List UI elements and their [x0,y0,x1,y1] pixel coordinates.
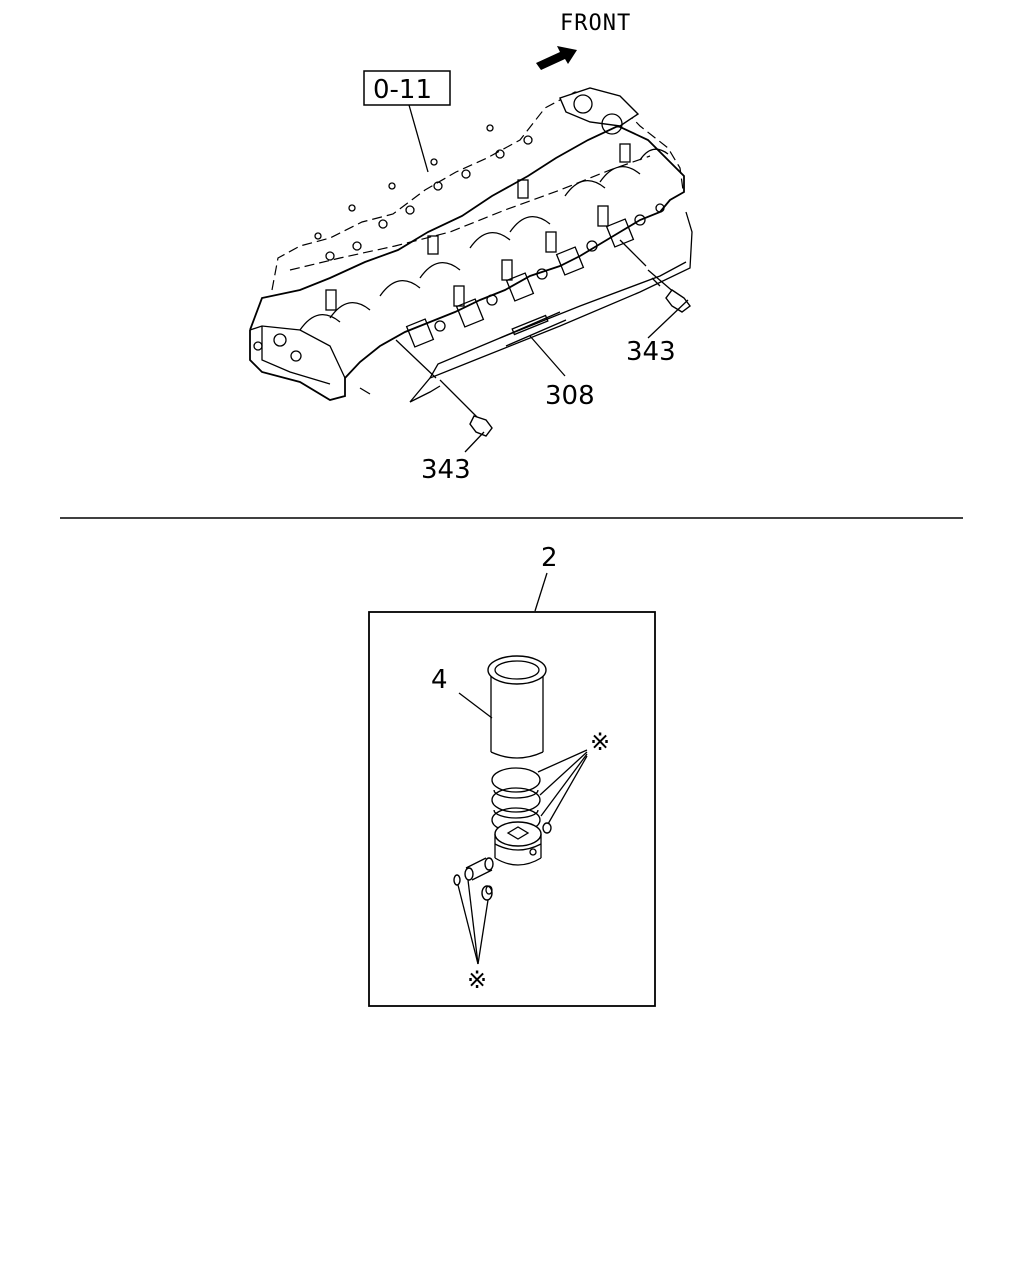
pin-kit-marker: ※ [467,966,487,994]
piston-rings [491,767,541,833]
kit-box [368,611,656,1007]
bolt-right [619,239,691,313]
pin-kit-leaders [457,879,489,965]
bolt-left [395,339,493,437]
cylinder-liner [487,655,547,759]
piston [494,821,552,866]
gasket-308 [409,211,693,403]
piston-pin [464,857,494,881]
pin-clips [453,874,493,901]
front-indicator: FRONT [536,11,631,70]
callout-343-right: 343 [626,337,676,367]
callout-308: 308 [545,381,595,411]
ring-kit-leaders [537,749,588,825]
callout-343-left: 343 [421,455,471,485]
front-arrow-icon [536,46,577,70]
reference-box-label: 0-11 [373,75,432,105]
ring-kit-marker: ※ [590,728,610,756]
cylinder-head [249,87,685,401]
callout-2: 2 [541,543,558,573]
callout-4: 4 [431,665,448,695]
front-label: FRONT [560,11,631,36]
reference-box: 0-11 [363,70,451,173]
